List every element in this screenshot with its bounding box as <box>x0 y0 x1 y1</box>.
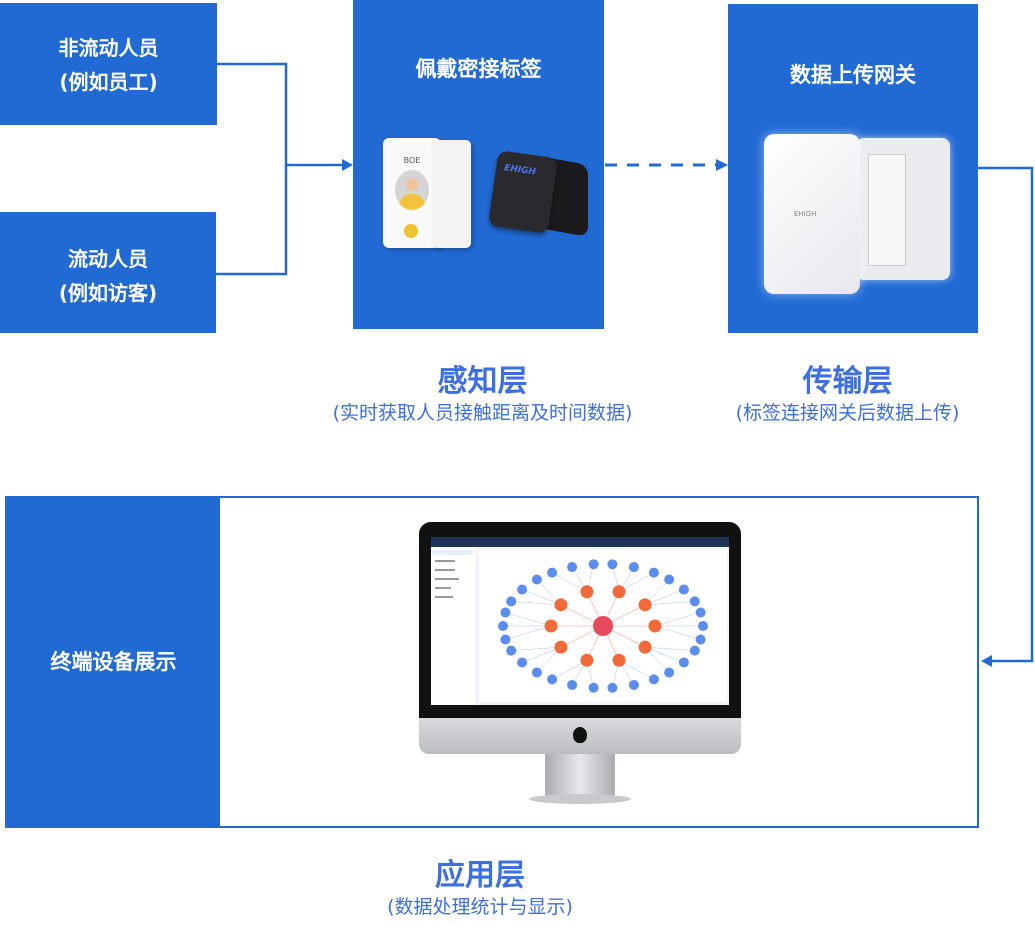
badge-brand: BOE <box>403 156 421 165</box>
monitor-screen <box>431 537 729 705</box>
arrow-head-icon <box>981 655 992 667</box>
app-header-bar <box>431 537 729 547</box>
graph-node-blue <box>664 574 675 585</box>
graph-node-blue <box>588 559 599 570</box>
graph-edge <box>618 572 655 592</box>
graph-node-blue <box>695 607 706 618</box>
graph-node-orange <box>554 598 568 612</box>
monitor-stand <box>545 754 615 798</box>
graph-edge <box>505 612 552 627</box>
transport-layer-title: 传输层 <box>802 364 893 399</box>
graph-node-blue <box>678 657 689 668</box>
graph-node-blue <box>531 574 542 585</box>
graph-node-blue <box>628 679 639 690</box>
transport-layer-subtitle: (标签连接网关后数据上传) <box>735 402 960 424</box>
graph-edge <box>511 646 561 651</box>
graph-node-blue <box>567 679 578 690</box>
wristband-image: EHIGH <box>488 150 588 245</box>
graph-node-blue <box>648 674 659 685</box>
graph-node-orange <box>638 598 652 612</box>
wristband-brand: EHIGH <box>503 163 537 178</box>
graph-node-blue <box>506 645 517 656</box>
badge-avatar <box>395 170 429 210</box>
source-staff-subtitle: (例如员工) <box>59 70 158 94</box>
gateway-device-image: EHIGH <box>764 124 954 294</box>
graph-node-orange <box>544 619 558 633</box>
graph-edge <box>522 589 562 606</box>
graph-node-blue <box>689 645 700 656</box>
graph-node-blue <box>567 562 578 573</box>
graph-edge <box>511 601 561 606</box>
graph-node-orange <box>580 653 594 667</box>
graph-node-blue <box>517 584 528 595</box>
tag-box-title: 佩戴密接标签 <box>415 57 542 81</box>
connector-source-2 <box>216 165 288 276</box>
source-staff-title: 非流动人员 <box>58 36 159 60</box>
graph-node-blue <box>500 634 511 645</box>
tag-box: 佩戴密接标签 BOE EHIGH <box>353 0 604 329</box>
terminal-label: 终端设备展示 <box>50 650 177 674</box>
arrow-head-icon <box>342 159 353 171</box>
graph-edge <box>645 646 695 651</box>
graph-node-blue <box>628 562 639 573</box>
graph-node-orange <box>580 585 594 599</box>
graph-node-orange <box>612 585 626 599</box>
graph-edge <box>551 572 588 592</box>
perception-layer-subtitle: (实时获取人员接触距离及时间数据) <box>332 402 633 424</box>
terminal-label-box: 终端设备展示 <box>7 498 220 826</box>
apple-logo-icon <box>573 727 587 743</box>
connector-source-1 <box>217 62 288 165</box>
graph-edge <box>645 601 695 606</box>
graph-node-blue <box>678 584 689 595</box>
gateway-box-title: 数据上传网关 <box>790 63 916 87</box>
graph-edge <box>551 660 588 680</box>
app-sidebar <box>431 547 475 705</box>
graph-node-blue <box>664 667 675 678</box>
graph-edge <box>522 646 562 663</box>
graph-edge <box>644 589 684 606</box>
graph-node-blue <box>500 607 511 618</box>
connector-gateway-terminal <box>978 166 1034 663</box>
gateway-box: 数据上传网关 EHIGH <box>728 4 978 333</box>
source-visitor-title: 流动人员 <box>68 247 148 271</box>
monitor-base <box>529 794 631 804</box>
graph-node-orange <box>554 640 568 654</box>
graph-node-blue <box>517 657 528 668</box>
graph-node-center <box>593 616 613 636</box>
graph-node-blue <box>695 634 706 645</box>
graph-node-orange <box>638 640 652 654</box>
graph-node-blue <box>607 682 618 693</box>
source-visitor-subtitle: (例如访客) <box>58 281 158 305</box>
network-graph <box>479 550 727 702</box>
graph-node-blue <box>498 621 508 631</box>
graph-node-blue <box>689 596 700 607</box>
imac-monitor-image <box>419 522 741 806</box>
arrow-head-icon <box>716 159 728 171</box>
badge-back-image <box>433 140 471 248</box>
graph-edge <box>654 625 701 640</box>
badge-card-image: BOE <box>383 138 441 248</box>
graph-node-blue <box>607 559 618 570</box>
graph-node-blue <box>588 682 599 693</box>
graph-edge <box>644 646 684 663</box>
graph-node-blue <box>531 667 542 678</box>
graph-node-blue <box>648 567 659 578</box>
graph-node-orange <box>648 619 662 633</box>
graph-node-blue <box>547 674 558 685</box>
graph-node-orange <box>612 653 626 667</box>
graph-edge <box>654 612 701 627</box>
source-box-visitor: 流动人员 (例如访客) <box>0 212 216 333</box>
application-layer-title: 应用层 <box>435 858 525 893</box>
graph-node-blue <box>698 621 708 631</box>
application-layer-subtitle: (数据处理统计与显示) <box>387 896 573 918</box>
graph-node-blue <box>506 596 517 607</box>
graph-edge <box>618 660 655 680</box>
graph-edge <box>505 625 552 640</box>
graph-node-blue <box>547 567 558 578</box>
monitor-chin <box>419 718 741 754</box>
perception-layer-title: 感知层 <box>437 364 528 399</box>
source-box-staff: 非流动人员 (例如员工) <box>0 3 217 125</box>
gateway-brand: EHIGH <box>794 210 817 218</box>
